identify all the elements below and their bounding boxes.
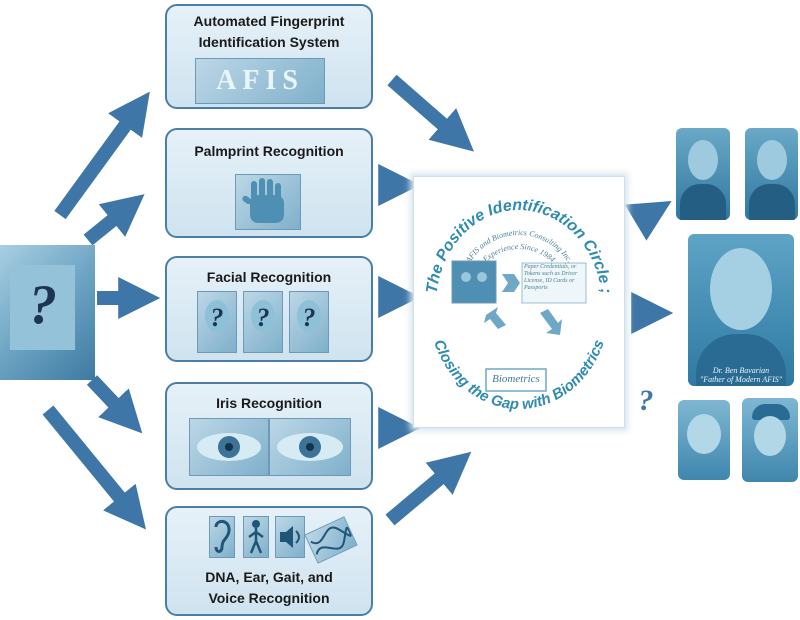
eye-icon-1 — [197, 433, 261, 461]
portrait-main: Dr. Ben Bavarian "Father of Modern AFIS" — [688, 234, 794, 386]
people-photo — [451, 260, 497, 304]
portrait-bottom-right — [742, 398, 798, 482]
face-image-3: ? — [289, 291, 329, 353]
afis-box: Automated Fingerprint Identification Sys… — [165, 4, 373, 109]
portrait-caption-name: Dr. Ben Bavarian — [712, 366, 770, 375]
dna-title-line1: DNA, Ear, Gait, and — [205, 569, 333, 585]
walking-person-icon — [248, 520, 264, 554]
face-question-3: ? — [302, 303, 316, 332]
afis-logo-image: AFIS — [195, 58, 325, 104]
arrow-up-left-icon — [484, 307, 506, 329]
palmprint-image — [235, 174, 301, 230]
portrait-caption-title: "Father of Modern AFIS" — [699, 375, 783, 384]
biometrics-label-box — [485, 368, 547, 392]
portrait-bottom-left — [678, 400, 730, 480]
credentials-box — [521, 262, 587, 304]
eye-icon-2 — [277, 433, 343, 461]
arrow-afis-to-circle — [387, 74, 474, 152]
dna-title-line2: Voice Recognition — [208, 590, 330, 606]
identification-circle-graphic: The Positive Identification Circle ; Clo… — [424, 197, 615, 413]
palmprint-box: Palmprint Recognition — [165, 128, 373, 238]
arrow-to-dna — [42, 405, 146, 530]
unknown-person-image: ? — [0, 245, 95, 380]
iris-image-1 — [189, 418, 269, 476]
identification-circle-panel: The Positive Identification Circle ; Clo… — [413, 176, 625, 428]
afis-title-line1: Automated Fingerprint — [193, 13, 345, 29]
result-question-mark-icon: ? — [638, 384, 654, 417]
facial-title: Facial Recognition — [206, 269, 332, 285]
question-mark-icon: ? — [29, 274, 57, 336]
biometrics-label: Biometrics — [492, 373, 540, 385]
gait-image — [243, 516, 269, 558]
arrow-to-afis — [54, 91, 150, 220]
face-question-1: ? — [210, 303, 224, 332]
iris-title: Iris Recognition — [216, 395, 322, 411]
afis-logo-text: AFIS — [216, 65, 304, 96]
palmprint-title: Palmprint Recognition — [194, 143, 344, 159]
dna-image — [304, 516, 358, 564]
dna-box: DNA, Ear, Gait, and Voice Recognition — [165, 506, 373, 616]
afis-title-line2: Identification System — [198, 34, 340, 50]
arrow-dna-to-circle — [385, 451, 472, 526]
face-image-2: ? — [243, 291, 283, 353]
portrait-top-right — [745, 128, 798, 220]
voice-image — [275, 516, 305, 558]
iris-image-2 — [269, 418, 351, 476]
arrow-to-palmprint — [83, 194, 145, 246]
facial-box: Facial Recognition ? ? ? — [165, 256, 373, 362]
portrait-top-left — [676, 128, 730, 220]
unknown-face-block — [10, 265, 75, 350]
chevron-right-icon — [502, 274, 520, 292]
speaker-icon — [280, 526, 300, 548]
credentials-text: Paper Credentials, or Tokens such as Dri… — [524, 264, 578, 291]
hand-icon — [242, 178, 284, 223]
arrow-down-right-icon — [540, 309, 562, 335]
arrow-to-iris — [86, 375, 143, 434]
dna-helix-icon — [310, 526, 352, 555]
face-question-2: ? — [256, 303, 270, 332]
ear-image — [209, 516, 235, 558]
face-image-1: ? — [197, 291, 237, 353]
arrow-circle-to-top — [624, 201, 672, 241]
iris-box: Iris Recognition — [165, 382, 373, 490]
ear-icon — [214, 520, 231, 553]
